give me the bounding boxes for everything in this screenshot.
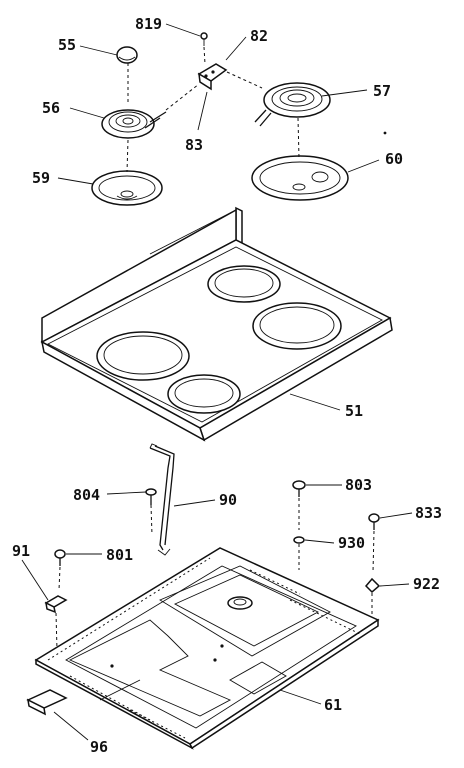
- part-819-screw: [200, 32, 208, 65]
- callout-922: 922: [413, 575, 440, 593]
- part-59-small-drip-pan: [91, 139, 163, 206]
- callout-60: 60: [385, 150, 403, 168]
- callout-82: 82: [250, 27, 268, 45]
- callout-61: 61: [324, 696, 342, 714]
- callout-57: 57: [373, 82, 391, 100]
- part-90-support-rod: [149, 443, 175, 556]
- callout-59: 59: [32, 169, 50, 187]
- callout-803: 803: [345, 476, 372, 494]
- callout-91: 91: [12, 542, 30, 560]
- part-833-screw: [368, 513, 380, 573]
- callout-801: 801: [106, 546, 133, 564]
- callout-56: 56: [42, 99, 60, 117]
- part-57-large-surface-element: [254, 82, 331, 127]
- part-56-small-surface-element: [101, 63, 167, 139]
- callout-51: 51: [345, 402, 363, 420]
- part-51-cooktop: [40, 206, 393, 442]
- callout-819: 819: [135, 15, 162, 33]
- part-804-screw: [145, 488, 157, 536]
- part-803-screw: [292, 480, 306, 530]
- callout-96: 96: [90, 738, 108, 756]
- part-55-knob: [116, 46, 138, 64]
- part-922-clip: [364, 577, 381, 618]
- part-61-burner-box: [34, 547, 380, 750]
- part-60-large-drip-pan: [251, 117, 387, 201]
- leader-lines: [21, 23, 413, 741]
- callout-55: 55: [58, 36, 76, 54]
- part-82-83-terminal-block: [165, 63, 263, 111]
- part-96-plate: [26, 689, 68, 716]
- part-930-washer: [293, 536, 305, 570]
- callout-90: 90: [219, 491, 237, 509]
- callout-83: 83: [185, 136, 203, 154]
- callout-930: 930: [338, 534, 365, 552]
- callout-804: 804: [73, 486, 100, 504]
- part-91-bracket: [44, 595, 68, 651]
- part-801-screw: [54, 549, 66, 591]
- callout-833: 833: [415, 504, 442, 522]
